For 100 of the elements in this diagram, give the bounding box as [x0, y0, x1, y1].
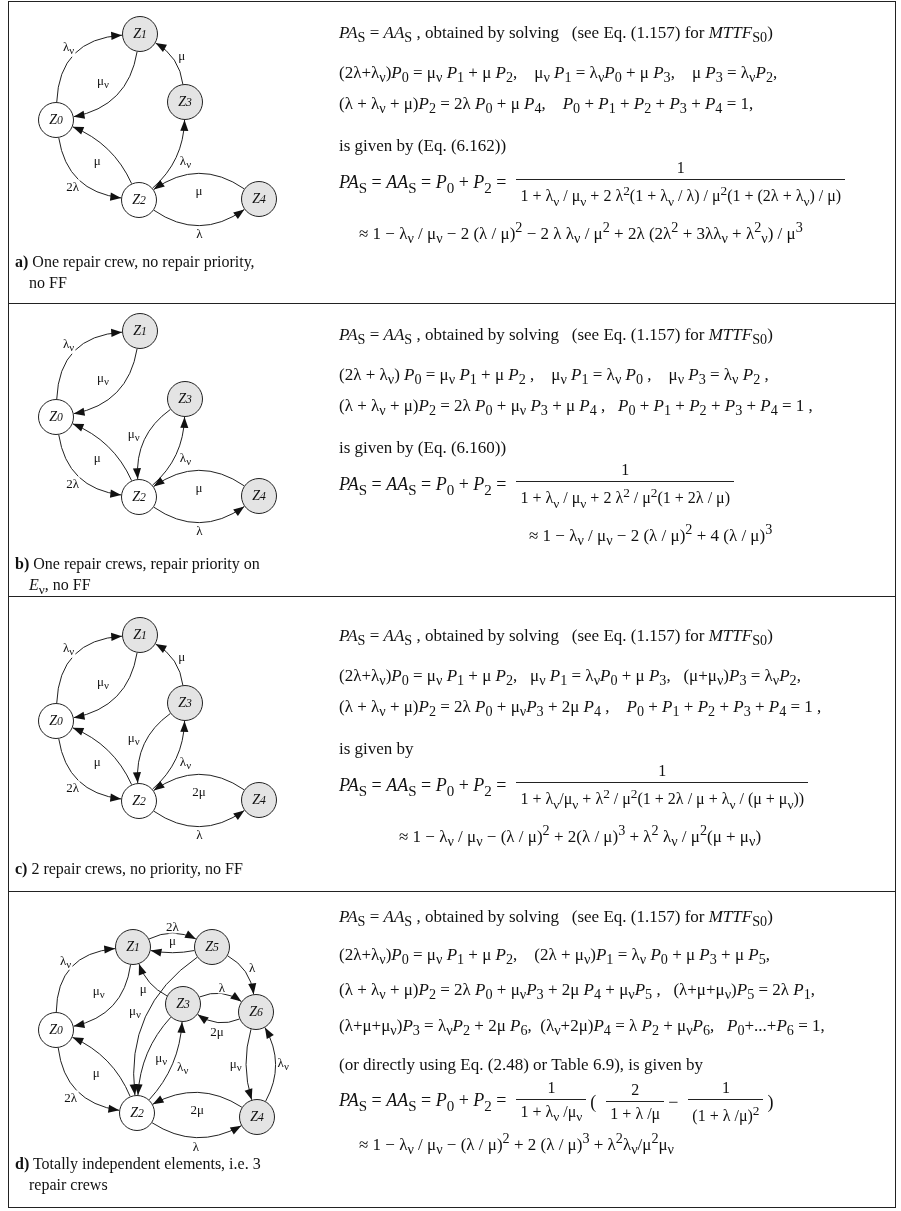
- arrow: [199, 992, 242, 1003]
- equation-line: PA$_{S}$ = AA$_{S}$ , obtained by solving (see Eq. (1.157) for MTTF$_{S0}$): [339, 906, 773, 932]
- fraction-denominator: 1 + λ$_{ν}$ / μ$_{ν}$ + 2 λ$^{2}$(1 + λ$_{ν}$ / λ) / μ$^{2}$(1 + (2λ + λ$_{ν}$) / μ): [516, 179, 846, 210]
- arrow: [153, 505, 245, 524]
- equation-line: (or directly using Eq. (2.48) or Table 6.9), is given by: [339, 1054, 703, 1077]
- fraction-denominator: 1 + λ /μ: [606, 1101, 665, 1124]
- equation-line: (2λ+λ$_{ν}$)P$_{0}$ = μ$_{ν}$ P$_{1}$ + μ P$_{2}$, μ$_{ν}$ P$_{1}$ = λ$_{ν}$P$_{0}$ + μ P$_{3}$, μ P$_{3}$ = λ$_{ν}$P$_{2}$,: [339, 61, 778, 87]
- arrow: [153, 773, 245, 792]
- equation-term: (: [590, 1091, 597, 1113]
- arrow: [73, 51, 138, 119]
- arrow: [155, 42, 184, 85]
- fraction-numerator: 1: [546, 1079, 557, 1099]
- arrow: [153, 809, 245, 828]
- arrow: [134, 1016, 172, 1096]
- edge-label: λ$_{ν}$: [62, 641, 76, 658]
- edge-label: 2μ: [191, 785, 207, 798]
- panel-caption: b) One repair crews, repair priority on E$_{ν}$, no FF: [14, 554, 261, 599]
- equation-line: PA$_{S}$ = AA$_{S}$ , obtained by solving (see Eq. (1.157) for MTTF$_{S0}$): [339, 324, 773, 350]
- arrow: [153, 172, 245, 191]
- fraction-denominator: (1 + λ /μ)$^{2}$: [688, 1099, 764, 1126]
- arrow: [72, 423, 133, 482]
- arrow: [133, 713, 171, 784]
- arrow: [73, 348, 138, 416]
- equation-line: (2λ + λ$_{ν}$) P$_{0}$ = μ$_{ν}$ P$_{1}$ + μ P$_{2}$ , μ$_{ν}$ P$_{1}$ = λ$_{ν}$ P$_{0}$ , μ$_{ν}$ P$_{3}$ = λ$_{ν}$ P$_{2}$ ,: [339, 363, 769, 389]
- edge-label: λ$_{ν}$: [176, 1059, 190, 1077]
- edge-label: 2λ: [65, 476, 80, 490]
- edge-label: 2λ: [65, 780, 80, 794]
- arrow: [73, 652, 138, 720]
- arrow: [138, 963, 168, 997]
- arrow: [227, 955, 256, 995]
- equation-line: (λ+μ+μ$_{ν}$)P$_{3}$ = λ$_{ν}$P$_{2}$ + 2μ P$_{6}$, (λ$_{ν}$+2μ)P$_{4}$ = λ P$_{2}$ + μ$_{ν}$P$_{6}$, P$_{0}$+...+P$_{6}$ = 1,: [339, 1014, 825, 1040]
- equation-line: (λ + λ$_{ν}$ + μ)P$_{2}$ = 2λ P$_{0}$ + μ$_{ν}$ P$_{3}$ + μ P$_{4}$ , P$_{0}$ + P$_{1}$ + P$_{2}$ + P$_{3}$ + P$_{4}$ = 1 ,: [339, 395, 813, 421]
- edge-label: λ: [195, 828, 204, 841]
- arrow: [55, 946, 116, 1013]
- edge-label: λ$_{ν}$: [58, 953, 73, 970]
- equation-line: PA$_{S}$ = AA$_{S}$ , obtained by solving (see Eq. (1.157) for MTTF$_{S0}$): [339, 625, 773, 651]
- equation-line: is given by (Eq. (6.160)): [339, 436, 507, 459]
- edge-label: λ: [217, 980, 226, 994]
- edge-label: λ$_{ν}$: [62, 337, 76, 354]
- equation-term: PA$_{S}$ = AA$_{S}$ = P$_{0}$ + P$_{2}$ =: [339, 1089, 507, 1115]
- equation-term: PA$_{S}$ = AA$_{S}$ = P$_{0}$ + P$_{2}$ =: [339, 474, 507, 500]
- fraction-numerator: 1: [657, 762, 668, 782]
- arrow: [72, 727, 133, 786]
- arrow: [148, 1021, 186, 1101]
- panel-caption: d) Totally independent elements, i.e. 3 repair crews: [14, 1154, 262, 1196]
- arrow: [72, 126, 133, 185]
- arrow: [56, 32, 123, 103]
- equation-line: (2λ+λ$_{ν}$)P$_{0}$ = μ$_{ν}$ P$_{1}$ + μ P$_{2}$, (2λ + μ$_{ν}$)P$_{1}$ = λ$_{ν}$ P$_{0}$ + μ P$_{3}$ + μ P$_{5}$,: [339, 943, 770, 969]
- edge-label: λ$_{ν}$: [178, 153, 193, 171]
- equation-term: PA$_{S}$ = AA$_{S}$ = P$_{0}$ + P$_{2}$ =: [339, 775, 507, 801]
- arrow: [155, 643, 184, 686]
- arrow: [152, 416, 188, 486]
- arrow: [56, 633, 123, 704]
- edge-label: λ$_{ν}$: [62, 40, 76, 57]
- approximation-line: ≈ 1 − λ$_{ν}$ / μ$_{ν}$ − (λ / μ)$^{2}$ + 2 (λ / μ)$^{3}$ + λ$^{2}$λ$_{ν}$/μ$^{2}$μ$_{ν}$: [358, 1129, 674, 1160]
- arrow: [133, 409, 171, 480]
- edge-label: 2λ: [165, 919, 180, 933]
- arrow: [244, 1028, 253, 1101]
- arrow: [197, 1013, 240, 1024]
- arrow: [151, 1122, 242, 1139]
- fraction-denominator: 1 + λ$_{ν}$ /μ$_{ν}$: [516, 1099, 587, 1126]
- equation-line: is given by: [339, 737, 414, 760]
- arrow: [56, 329, 123, 400]
- edge-label: λ: [191, 1139, 201, 1153]
- arrow: [57, 1047, 120, 1113]
- approximation-line: ≈ 1 − λ$_{ν}$ / μ$_{ν}$ − 2 (λ / μ)$^{2}$ + 4 (λ / μ)$^{3}$: [528, 520, 773, 551]
- fraction-numerator: 1: [720, 1079, 731, 1098]
- arrow: [152, 1091, 243, 1108]
- panel-caption: c) 2 repair crews, no priority, no FF: [14, 859, 244, 880]
- equation-term: PA$_{S}$ = AA$_{S}$ = P$_{0}$ + P$_{2}$ =: [339, 172, 507, 198]
- arrow: [58, 738, 122, 802]
- equation-line: (λ + λ$_{ν}$ + μ)P$_{2}$ = 2λ P$_{0}$ + μ$_{ν}$P$_{3}$ + 2μ P$_{4}$ , P$_{0}$ + P$_{1}$ + P$_{2}$ + P$_{3}$ + P$_{4}$ = 1 ,: [339, 696, 822, 722]
- fraction-numerator: 2: [630, 1081, 641, 1101]
- equation-term: −: [668, 1091, 679, 1113]
- approximation-line: ≈ 1 − λ$_{ν}$ / μ$_{ν}$ − 2 (λ / μ)$^{2}$ − 2 λ λ$_{ν}$ / μ$^{2}$ + 2λ (2λ$^{2}$ + 3λλ$_{ν}$ + λ$^{2}$$_{ν}$) / μ$^{3}$: [358, 218, 803, 249]
- edge-label: λ$_{ν}$: [178, 450, 193, 468]
- equation-line: (λ + λ$_{ν}$ + μ)P$_{2}$ = 2λ P$_{0}$ + μ$_{ν}$P$_{3}$ + 2μ P$_{4}$ + μ$_{ν}$P$_{5}$ , (λ+μ+μ$_{ν}$)P$_{5}$ = 2λ P$_{1}$,: [339, 979, 816, 1005]
- arrow: [153, 469, 245, 488]
- edge-label: μ: [168, 933, 177, 947]
- equation-line: PA$_{S}$ = AA$_{S}$ , obtained by solving (see Eq. (1.157) for MTTF$_{S0}$): [339, 22, 773, 48]
- edge-label: 2λ: [63, 1090, 79, 1104]
- panel-caption: a) One repair crew, no repair priority, no FF: [14, 252, 256, 293]
- arrow: [150, 948, 195, 957]
- edge-label: λ: [195, 227, 204, 240]
- equation-term: ): [767, 1091, 774, 1113]
- arrow: [58, 137, 122, 201]
- equation-line: is given by (Eq. (6.162)): [339, 134, 507, 157]
- edge-label: λ: [195, 524, 204, 537]
- approximation-line: ≈ 1 − λ$_{ν}$ / μ$_{ν}$ − (λ / μ)$^{2}$ + 2(λ / μ)$^{3}$ + λ$^{2}$ λ$_{ν}$ / μ$^{2}$(μ + μ$_{ν}$): [398, 821, 762, 852]
- fraction-denominator: 1 + λ$_{ν}$/μ$_{ν}$ + λ$^{2}$ / μ$^{2}$(1 + 2λ / μ + λ$_{ν}$ / (μ + μ$_{ν}$)): [516, 782, 809, 813]
- arrow: [58, 434, 122, 498]
- arrow: [152, 720, 188, 790]
- arrow: [71, 1036, 131, 1097]
- edge-label: 2λ: [65, 179, 80, 193]
- fraction-numerator: 1: [620, 461, 631, 481]
- edge-label: λ$_{ν}$: [178, 754, 193, 772]
- arrow: [130, 956, 198, 1096]
- arrow: [152, 119, 188, 189]
- arrow: [73, 964, 132, 1028]
- arrow: [264, 1027, 277, 1102]
